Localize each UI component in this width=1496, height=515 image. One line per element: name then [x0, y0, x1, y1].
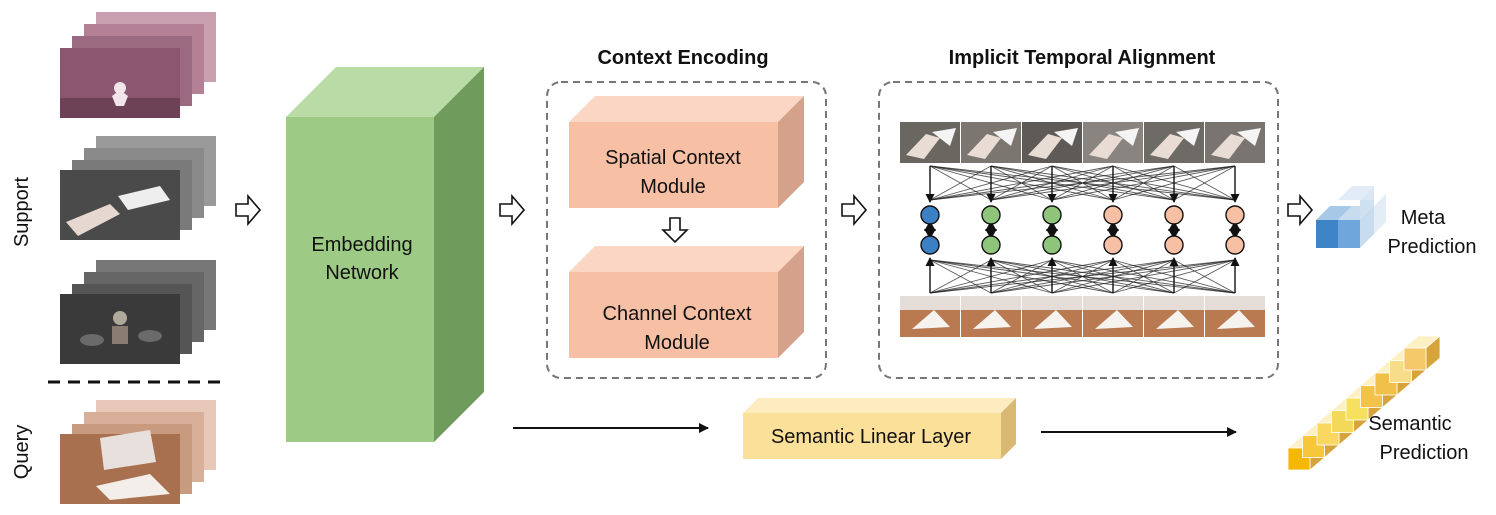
alignment-arrowhead-icon	[1107, 221, 1119, 231]
support-video-stack-2	[60, 136, 216, 240]
alignment-graph	[900, 122, 1265, 337]
alignment-node	[1103, 205, 1123, 225]
alignment-arrowhead-icon	[1229, 221, 1241, 231]
alignment-node	[1164, 235, 1184, 255]
hollow-arrow-to-context-icon	[499, 193, 526, 227]
semantic-prediction-vector-icon	[1286, 335, 1442, 471]
alignment-node	[1042, 205, 1062, 225]
query-label: Query	[11, 425, 33, 479]
semantic-linear-layer-block: Semantic Linear Layer	[743, 398, 1016, 459]
alignment-node	[920, 205, 940, 225]
spatial-label-line2: Module	[640, 176, 706, 198]
alignment-arrowhead-icon	[1046, 221, 1058, 231]
semantic-pred-label-line1: Semantic	[1368, 413, 1451, 435]
query-frame-thumbnail	[1205, 296, 1265, 337]
hollow-arrow-to-alignment-icon	[841, 193, 868, 227]
alignment-arrowhead-icon	[1046, 229, 1058, 239]
alignment-arrowhead-icon	[1168, 221, 1180, 231]
embedding-label-line2: Network	[325, 262, 399, 284]
query-frame-thumbnail	[961, 296, 1021, 337]
support-frame-thumbnail	[900, 122, 960, 163]
alignment-node	[1103, 235, 1123, 255]
alignment-frame	[878, 81, 1279, 379]
alignment-connections	[929, 165, 1236, 294]
meta-label-line2: Prediction	[1388, 236, 1477, 258]
hollow-arrow-to-embedding-icon	[235, 193, 262, 227]
channel-label-line2: Module	[644, 332, 710, 354]
spatial-context-module: Spatial Context Module	[569, 96, 804, 208]
query-frame-thumbnail	[900, 296, 960, 337]
alignment-node	[981, 205, 1001, 225]
semantic-linear-label: Semantic Linear Layer	[771, 426, 971, 448]
query-frame-thumbnail	[1083, 296, 1143, 337]
hollow-arrow-down-icon	[661, 217, 689, 244]
channel-context-module: Channel Context Module	[569, 246, 804, 358]
context-encoding-frame	[546, 81, 827, 379]
hollow-arrow-to-meta-icon	[1287, 193, 1314, 227]
support-frame-thumbnail	[1144, 122, 1204, 163]
embedding-label-line1: Embedding	[311, 234, 412, 256]
semantic-cube	[1402, 335, 1442, 371]
alignment-arrowhead-icon	[985, 221, 997, 231]
alignment-node	[1225, 235, 1245, 255]
alignment-node	[1164, 205, 1184, 225]
query-frame-thumbnail	[1022, 296, 1082, 337]
alignment-arrowhead-icon	[1168, 229, 1180, 239]
alignment-node	[1225, 205, 1245, 225]
alignment-node	[1042, 235, 1062, 255]
alignment-arrowhead-icon	[924, 221, 936, 231]
implicit-alignment-title: Implicit Temporal Alignment	[949, 47, 1216, 69]
alignment-node	[981, 235, 1001, 255]
meta-label-line1: Meta	[1401, 207, 1446, 229]
spatial-label-line1: Spatial Context	[605, 147, 741, 169]
support-frame-thumbnail	[1083, 122, 1143, 163]
alignment-arrowhead-icon	[1229, 229, 1241, 239]
support-frame-thumbnail	[1205, 122, 1265, 163]
alignment-arrowhead-icon	[924, 229, 936, 239]
alignment-node	[920, 235, 940, 255]
support-frame-thumbnail	[1022, 122, 1082, 163]
meta-prediction-vector-icon	[1316, 186, 1386, 248]
channel-label-line1: Channel Context	[603, 303, 752, 325]
support-label: Support	[11, 177, 33, 247]
support-video-stack-1	[60, 12, 216, 118]
context-encoding-title: Context Encoding	[597, 47, 768, 69]
query-video-stack	[60, 400, 216, 504]
semantic-pred-label-line2: Prediction	[1380, 442, 1469, 464]
embedding-network-block: Embedding Network	[286, 67, 484, 442]
support-video-stack-3	[60, 260, 216, 364]
alignment-arrowhead-icon	[1107, 229, 1119, 239]
query-frame-thumbnail	[1144, 296, 1204, 337]
support-frame-thumbnail	[961, 122, 1021, 163]
alignment-arrowhead-icon	[985, 229, 997, 239]
